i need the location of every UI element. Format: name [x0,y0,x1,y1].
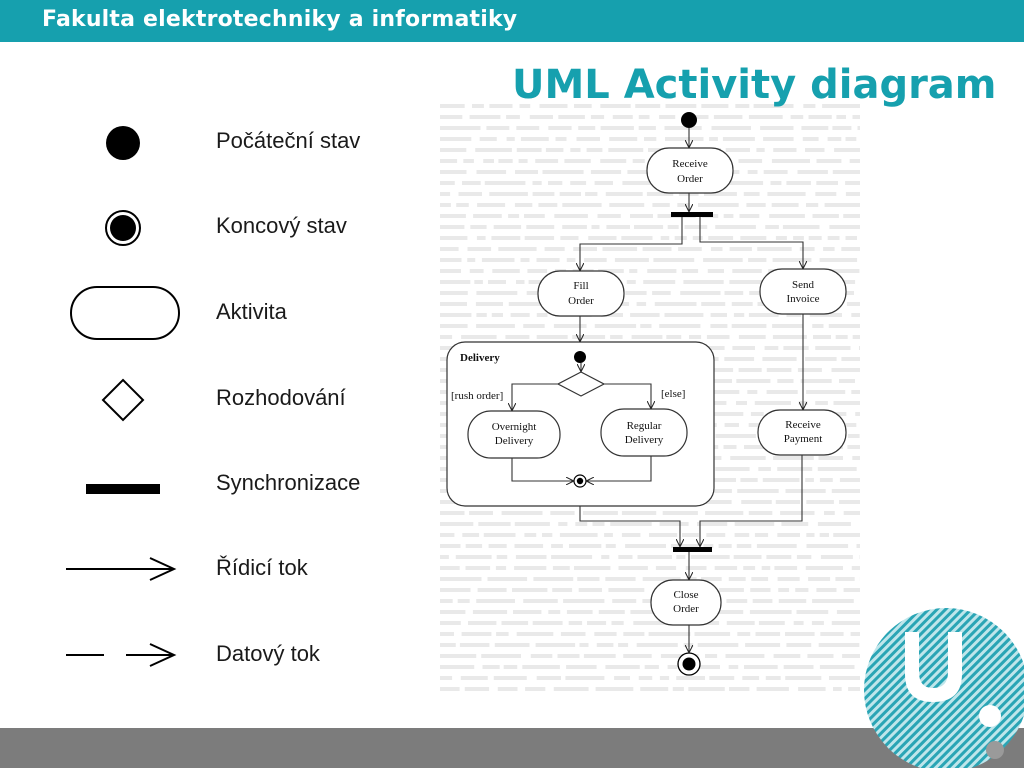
delivery-initial-node [574,351,586,363]
close-order-line2: Order [673,603,699,615]
university-u-logo-icon [864,608,1024,768]
node-close-order [650,579,722,626]
legend-label-synchronization: Synchronizace [216,470,361,495]
fill-order-line2: Order [568,295,594,307]
legend-label-activity: Aktivita [216,299,287,324]
node-fill-order [537,270,625,317]
delivery-final-node [573,474,587,488]
fork-bar-top [671,212,713,217]
close-order-line1: Close [673,589,698,601]
join-bar-bottom [673,547,712,552]
slide-title: UML Activity diagram [512,62,997,108]
regular-delivery-line2: Delivery [625,434,664,446]
guard-else: [else] [661,388,685,400]
node-overnight-delivery [467,410,561,459]
fill-order-line1: Fill [573,280,588,292]
receive-order-line2: Order [677,173,703,185]
end-state-icon [105,210,141,246]
legend-label-start-state: Počáteční stav [216,128,361,153]
diagram-initial-node [681,112,697,128]
receive-payment-line1: Receive [785,419,821,431]
delivery-region-label: Delivery [460,352,500,364]
legend-label-control-flow: Řídicí tok [216,555,308,580]
node-receive-order [646,147,734,194]
legend-label-decision: Rozhodování [216,385,346,410]
legend-label-end-state: Koncový stav [216,213,347,238]
synchronization-bar-icon [86,484,160,494]
activity-icon [70,286,180,340]
guard-rush-order: [rush order] [451,390,503,402]
send-invoice-line1: Send [792,279,815,291]
diagram-final-node [677,652,701,676]
send-invoice-line2: Invoice [787,293,820,305]
overnight-delivery-line2: Delivery [495,435,534,447]
data-flow-arrow-icon [66,643,177,667]
start-state-icon [106,126,140,160]
header-bar: Fakulta elektrotechniky a informatiky [0,0,1024,42]
faculty-name: Fakulta elektrotechniky a informatiky [42,7,518,32]
footer-bar [0,728,1024,768]
legend-label-data-flow: Datový tok [216,641,320,666]
regular-delivery-line1: Regular [627,420,662,432]
control-flow-arrow-icon [66,557,177,581]
decision-diamond-icon [101,378,145,422]
node-regular-delivery [600,408,688,457]
delivery-decision-node [556,371,606,397]
diagram-flows [512,128,803,652]
overnight-delivery-line1: Overnight [492,421,537,433]
receive-order-line1: Receive [672,158,708,170]
receive-payment-line2: Payment [784,433,823,445]
